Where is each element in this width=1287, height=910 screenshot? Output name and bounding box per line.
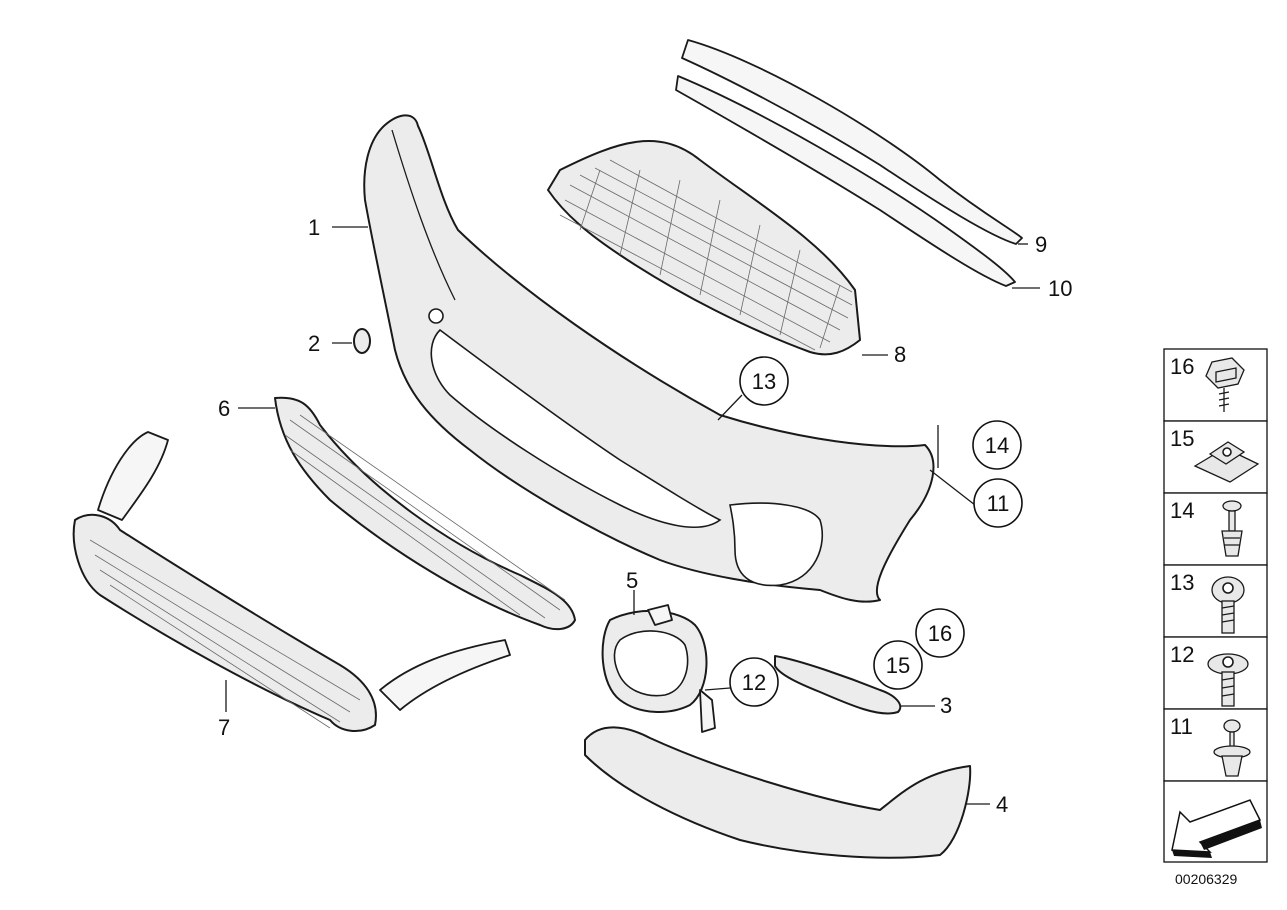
callout-7: 7 — [218, 715, 230, 740]
legend-label-14: 14 — [1170, 498, 1194, 523]
legend-label-13: 13 — [1170, 570, 1194, 595]
reference-number: 00206329 — [1175, 871, 1238, 887]
leader-lines — [225, 226, 1040, 805]
circled-callout-11-label: 11 — [987, 491, 1010, 516]
part-1-bumper-cover — [363, 114, 935, 603]
torx-screw-icon — [1211, 576, 1245, 634]
callout-4: 4 — [996, 792, 1008, 817]
callout-10: 10 — [1048, 276, 1072, 301]
flange-screw-icon — [1207, 653, 1249, 707]
circled-callout-14-label: 14 — [985, 433, 1009, 458]
clip-nut-icon — [1193, 441, 1260, 483]
circled-callout-13-label: 13 — [752, 369, 776, 394]
part-2-plug — [353, 328, 371, 354]
callout-9: 9 — [1035, 232, 1047, 257]
part-5-foglamp-bezel — [601, 604, 716, 733]
circled-callout-16: 16 — [915, 608, 965, 658]
legend-cell-14 — [1163, 492, 1268, 566]
callout-3: 3 — [940, 693, 952, 718]
callout-6: 6 — [218, 396, 230, 421]
fastener-legend: 16 15 14 13 12 11 — [1163, 348, 1268, 863]
callout-1: 1 — [308, 215, 320, 240]
callout-2: 2 — [308, 331, 320, 356]
legend-cell-12 — [1163, 636, 1268, 710]
part-10-lower-trim — [675, 75, 1016, 287]
spreading-rivet-icon — [1213, 719, 1251, 777]
part-8-upper-grille — [547, 140, 861, 356]
circled-callout-14: 14 — [972, 420, 1022, 470]
part-7-duct-grille — [72, 431, 511, 732]
part-9-upper-trim — [681, 39, 1023, 245]
legend-cell-13 — [1163, 564, 1268, 638]
circled-callout-15-label: 15 — [886, 653, 910, 678]
legend-label-16: 16 — [1170, 354, 1194, 379]
legend-label-12: 12 — [1170, 642, 1194, 667]
legend-label-11: 11 — [1170, 714, 1193, 739]
circled-callout-12-label: 12 — [742, 670, 766, 695]
hex-nut-icon — [1205, 357, 1245, 412]
legend-cell-11 — [1163, 708, 1268, 782]
part-6-lower-grille — [274, 396, 576, 631]
circled-callout-16-label: 16 — [928, 621, 952, 646]
part-4-lower-spoiler — [584, 726, 972, 859]
expanding-rivet-icon — [1221, 500, 1243, 557]
part-3-bracket — [774, 655, 902, 715]
callout-5: 5 — [626, 568, 638, 593]
circled-callout-12: 12 — [729, 657, 779, 707]
circled-callout-15: 15 — [873, 640, 923, 690]
callout-8: 8 — [894, 342, 906, 367]
circled-callout-13: 13 — [739, 356, 789, 406]
circled-callout-11: 11 — [973, 478, 1023, 528]
legend-label-15: 15 — [1170, 426, 1194, 451]
front-direction-arrow-icon — [1171, 799, 1262, 858]
